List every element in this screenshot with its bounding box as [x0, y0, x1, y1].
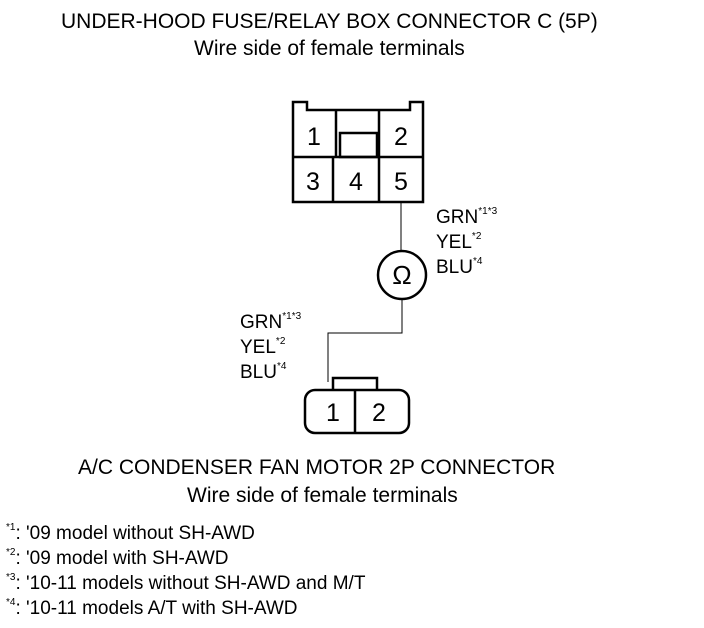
top-terminal-5: 5	[394, 168, 408, 196]
ohm-symbol: Ω	[392, 260, 411, 290]
wire-color-line: GRN*1*3	[436, 206, 498, 229]
top-terminal-4: 4	[349, 168, 363, 196]
bottom-connector-title: A/C CONDENSER FAN MOTOR 2P CONNECTOR	[78, 456, 556, 479]
wire-color-upper: GRN*1*3 YEL*2 BLU*4	[436, 205, 497, 280]
bottom-terminal-1: 1	[326, 399, 340, 427]
footnote: *1: '09 model without SH-AWD	[6, 522, 255, 544]
ohmmeter-icon	[376, 249, 428, 301]
footnote: *4: '10-11 models A/T with SH-AWD	[6, 597, 298, 619]
top-connector	[291, 100, 425, 204]
top-terminal-3: 3	[306, 168, 320, 196]
footnote: *2: '09 model with SH-AWD	[6, 547, 229, 569]
bottom-terminal-2: 2	[372, 399, 386, 427]
wire-color-line: BLU*4	[436, 256, 483, 279]
top-terminal-2: 2	[394, 123, 408, 151]
top-terminal-1: 1	[307, 123, 321, 151]
wire-color-lower: GRN*1*3 YEL*2 BLU*4	[240, 310, 301, 385]
bottom-connector-subtitle: Wire side of female terminals	[187, 484, 458, 507]
wire-color-line: YEL*2	[436, 231, 482, 254]
wire-color-line: BLU*4	[240, 361, 287, 384]
bottom-connector	[303, 376, 411, 435]
top-connector-title: UNDER-HOOD FUSE/RELAY BOX CONNECTOR C (5…	[61, 10, 598, 33]
wire-color-line: GRN*1*3	[240, 311, 302, 334]
footnote: *3: '10-11 models without SH-AWD and M/T	[6, 572, 366, 594]
top-connector-subtitle: Wire side of female terminals	[194, 37, 465, 60]
wire	[327, 202, 403, 382]
wire-color-line: YEL*2	[240, 336, 286, 359]
